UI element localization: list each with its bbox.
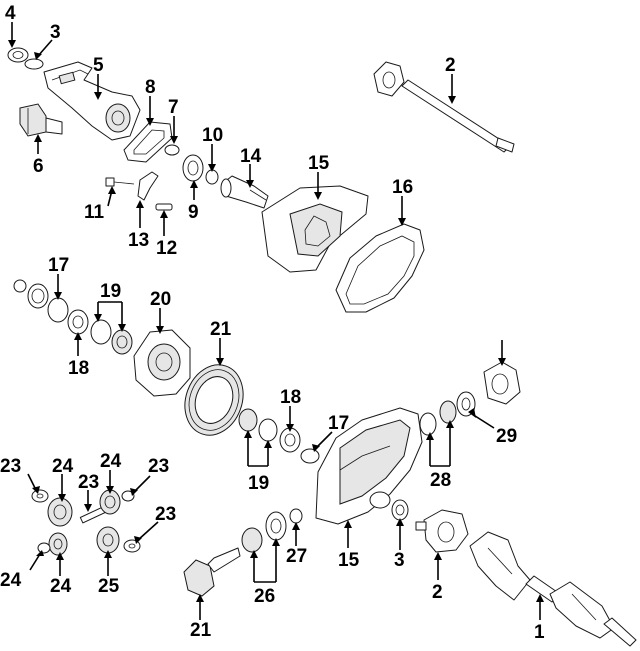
callout-23-bl: 24 (0, 570, 22, 591)
callout-11: 11 (84, 202, 105, 223)
callout-6: 6 (33, 156, 44, 177)
callout-26: 27 (286, 546, 307, 567)
callout-4: 4 (5, 3, 16, 24)
callout-12: 12 (156, 238, 177, 259)
callout-16: 16 (392, 177, 413, 198)
leader-23d (29, 553, 41, 571)
callout-18-right: 18 (280, 387, 301, 408)
side-gear-24-bl (48, 532, 68, 556)
side-gear-24-br (96, 526, 120, 554)
shim-17-right (300, 448, 320, 464)
bearing-9 (182, 154, 204, 182)
callout-28: 29 (496, 426, 517, 447)
pinion-yoke-29 (483, 361, 521, 405)
cover-gasket-16 (335, 223, 425, 313)
axle-flange-2-lower (415, 509, 469, 553)
callout-15-upper: 15 (308, 153, 330, 174)
callout-7: 7 (168, 97, 179, 118)
callout-13: 13 (128, 230, 149, 251)
bearing-4 (7, 47, 29, 63)
callout-23-tl: 23 (0, 456, 21, 477)
carrier-bearings-19-left (90, 319, 133, 355)
callout-27: 28 (430, 470, 451, 491)
cv-axle-shaft-1 (469, 531, 637, 647)
pin-12 (155, 203, 173, 211)
pinion-bearings-25 (241, 511, 287, 553)
callout-23-tr: 23 (148, 456, 169, 477)
arrowhead-4 (8, 40, 16, 48)
seal-3-lower (391, 499, 409, 521)
leader-23b (133, 475, 151, 493)
callout-10: 10 (202, 125, 223, 146)
bearing-race-18-left (67, 309, 89, 335)
yoke-seal-28 (456, 391, 476, 417)
callout-19-left: 19 (100, 281, 121, 302)
callout-14: 14 (240, 146, 262, 167)
callout-22: 23 (78, 472, 99, 493)
housing-15-lower (315, 407, 423, 525)
actuator-motor-6 (19, 103, 63, 137)
differential-case-20 (133, 329, 191, 397)
seal-7 (164, 144, 180, 156)
callout-3-lower: 3 (394, 550, 405, 571)
callout-23-br: 23 (155, 504, 176, 525)
callout-15-lower: 15 (338, 550, 360, 571)
callout-25: 26 (254, 586, 275, 607)
callout-24-tl: 24 (52, 456, 74, 477)
callout-17-right: 17 (328, 413, 349, 434)
callout-1: 1 (534, 622, 545, 643)
callout-21-lower: 21 (190, 620, 212, 641)
leader-3 (37, 39, 53, 57)
thrust-washer-23-tl (31, 489, 49, 503)
housing-15-upper (261, 185, 369, 273)
intermediate-shaft-14 (220, 175, 269, 209)
shift-fork-13 (137, 171, 159, 201)
callout-18-left: 18 (68, 358, 89, 379)
callout-leaders (8, 22, 544, 620)
callout-9: 9 (188, 202, 199, 223)
callout-24-br: 25 (98, 576, 120, 597)
shim-17-left (13, 279, 69, 323)
callout-24-bl: 24 (50, 576, 72, 597)
callout-labels: 4 3 5 6 8 7 10 9 11 13 12 14 15 16 2 17 … (0, 3, 545, 643)
callout-21-upper: 21 (210, 319, 232, 340)
callout-2-upper: 2 (445, 55, 456, 76)
side-gear-24-tl (47, 497, 73, 527)
yoke-bearings-27 (419, 400, 457, 436)
pinion-gear-21 (183, 547, 241, 597)
callout-19-right: 19 (248, 473, 269, 494)
seal-10 (205, 169, 219, 185)
leader-23c (137, 521, 159, 541)
callout-8: 8 (145, 77, 156, 98)
callout-20: 20 (150, 289, 171, 310)
axle-shaft-2-upper (373, 61, 515, 153)
callout-3-upper: 3 (50, 22, 61, 43)
leader-25 (253, 542, 277, 583)
thrust-washer-23-tr (121, 490, 135, 502)
callout-5: 5 (93, 55, 104, 76)
ring-gear-21 (184, 364, 244, 436)
leader-27 (429, 424, 451, 467)
bolt-11 (105, 177, 135, 187)
seal-3-upper (24, 58, 44, 70)
callout-17-left: 17 (48, 255, 69, 276)
pinion-seal-26 (289, 508, 303, 524)
callout-24-tr: 24 (100, 451, 122, 472)
carrier-bearings-19-right (238, 408, 278, 442)
actuator-housing-5 (43, 61, 141, 141)
thrust-washer-23-bl (37, 542, 51, 554)
callout-2-lower: 2 (432, 582, 443, 603)
leader-17b (315, 431, 333, 449)
